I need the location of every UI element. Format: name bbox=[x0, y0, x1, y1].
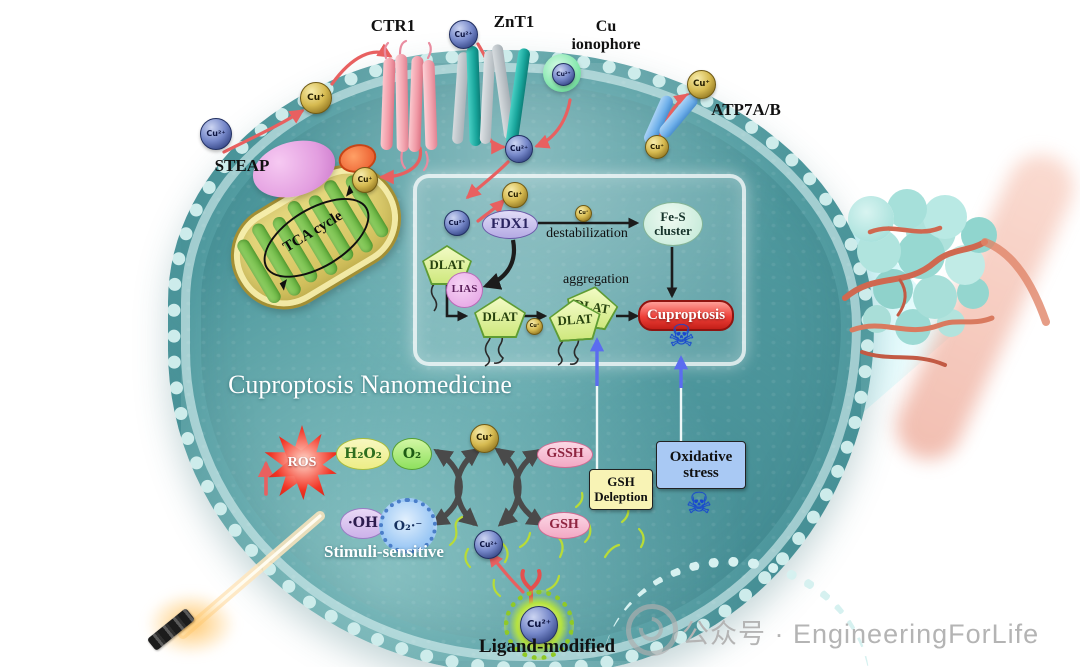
ctr1-helix bbox=[395, 53, 409, 153]
gsh-node: GSH bbox=[538, 512, 590, 539]
skull-icon: ☠ bbox=[668, 319, 695, 354]
o2-node: O₂ bbox=[392, 438, 432, 470]
figure-title: Cuproptosis Nanomedicine bbox=[228, 370, 512, 399]
stimuli-sensitive-label: Stimuli-sensitive bbox=[324, 542, 444, 561]
ligand-modified-nanoparticle: Cu²⁺ bbox=[504, 590, 574, 660]
cu-plus-ion: Cu⁺ bbox=[502, 182, 528, 208]
oxidative-stress-box: Oxidative stress bbox=[656, 441, 746, 489]
fes-cluster-node: Fe-S cluster bbox=[643, 202, 703, 246]
cu2-plus-ion: Cu²⁺ bbox=[200, 118, 232, 150]
superoxide-node: O₂·⁻ bbox=[379, 498, 437, 554]
cu-plus-ion: Cu⁺ bbox=[300, 82, 332, 114]
fdx1-node: FDX1 bbox=[482, 210, 538, 239]
cu-plus-ion: Cu⁺ bbox=[470, 424, 499, 453]
ligand-modified-label: Ligand-modified bbox=[478, 636, 616, 657]
cu-ionophore-label: Cu ionophore bbox=[571, 18, 641, 54]
lias-node: LIAS bbox=[446, 272, 483, 308]
cu2-plus-ion: Cu²⁺ bbox=[505, 135, 533, 163]
znt1-label: ZnT1 bbox=[493, 12, 535, 31]
cu2-plus-ion: Cu²⁺ bbox=[474, 530, 503, 559]
ros-label: ROS bbox=[287, 455, 317, 470]
gsh-depletion-box: GSH Deleption bbox=[589, 469, 653, 510]
cu2-plus-ion: Cu²⁺ bbox=[449, 20, 478, 49]
aggregation-label: aggregation bbox=[562, 272, 630, 287]
cu-plus-ion: Cu⁺ bbox=[645, 135, 669, 159]
cu-plus-ion: Cu⁺ bbox=[352, 167, 378, 193]
blood-vessel bbox=[885, 143, 1080, 471]
cuproptosis-node: Cuproptosis bbox=[638, 300, 734, 331]
cu-plus-ion: Cu⁺ bbox=[526, 318, 543, 335]
cu-plus-ion: Cu⁺ bbox=[575, 205, 592, 222]
watermark-text: 公众号 · EngineeringForLife bbox=[682, 619, 1040, 649]
hydroxyl-radical-node: ·OH bbox=[340, 508, 386, 539]
cu2-plus-ion: Cu²⁺ bbox=[520, 606, 558, 644]
atp7ab-label: ATP7A/B bbox=[711, 100, 781, 119]
watermark-logo bbox=[626, 604, 678, 656]
steap-label: STEAP bbox=[214, 156, 270, 175]
tumor-cluster bbox=[848, 196, 894, 242]
cu2-plus-ion: Cu²⁺ bbox=[552, 63, 575, 86]
ctr1-label: CTR1 bbox=[370, 16, 416, 35]
cu-plus-ion: Cu⁺ bbox=[687, 70, 716, 99]
ros-burst: ROS bbox=[263, 425, 341, 503]
h2o2-node: H₂O₂ bbox=[336, 438, 390, 470]
cu2-plus-ion: Cu²⁺ bbox=[444, 210, 470, 236]
destabilization-label: destabilization bbox=[546, 226, 628, 241]
gssh-node: GSSH bbox=[537, 441, 593, 468]
skull-icon: ☠ bbox=[686, 486, 712, 520]
